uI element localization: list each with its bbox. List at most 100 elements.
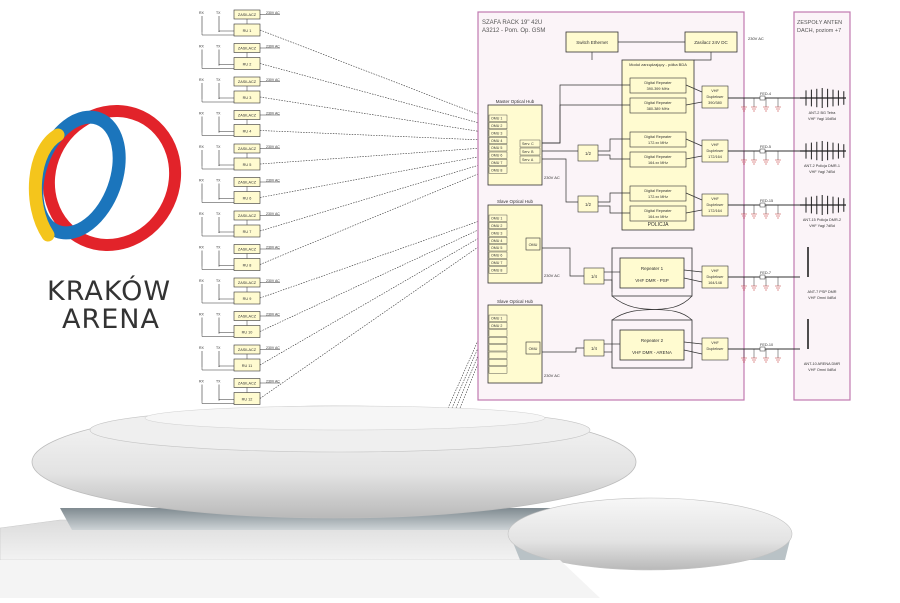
rx-feed <box>201 199 234 203</box>
remote-unit-label: RU 4 <box>243 130 252 134</box>
ground-symbol <box>763 213 769 219</box>
fibre-links <box>259 29 489 409</box>
rx-feed <box>201 65 234 69</box>
omu-port-label: OMU 3 <box>491 131 502 135</box>
serv-port <box>519 147 541 156</box>
psu-label: ZASILACZ <box>238 315 257 319</box>
omu-port <box>488 129 508 137</box>
wire <box>694 52 712 61</box>
duplexer-label-3: 390/380 <box>708 101 722 105</box>
slave-hub-1-title: Slave Optical Hub <box>497 199 534 204</box>
wire <box>598 138 630 152</box>
splitter-label: 1/4 <box>591 346 597 351</box>
digital-repeater-freq: 164.xx MHz <box>648 161 668 165</box>
slave-hub-2-omu-label: OMU <box>529 347 538 351</box>
serv-port-label: Serv. A <box>522 158 534 162</box>
psu-power-label: 230V AC <box>266 179 280 183</box>
wire <box>685 192 703 201</box>
feed-label: FED-5 <box>760 145 771 149</box>
fibre-line <box>259 29 489 119</box>
rx-label: RX <box>199 246 205 250</box>
tx-feed <box>218 64 234 66</box>
tx-label: TX <box>216 380 221 384</box>
wire <box>685 84 703 93</box>
digital-repeater-box <box>629 205 687 222</box>
omu-port <box>488 366 508 374</box>
repeater-1-title: Repeater 1 <box>641 266 664 271</box>
duplexers: VHFDuplekser390/380VHFDuplekser172/164VH… <box>701 85 729 361</box>
omu-port <box>488 236 508 244</box>
psu-label: ZASILACZ <box>238 47 257 51</box>
omu-port <box>488 214 508 222</box>
omu-port <box>488 159 508 166</box>
rx-label: RX <box>199 279 205 283</box>
fibre-line <box>259 217 489 299</box>
omu-port-label: OMU 4 <box>491 239 502 243</box>
antenna-label-1: ANT-2 BG Tetra <box>809 111 837 115</box>
omu-port <box>488 259 508 266</box>
psu-power-label: 230V AC <box>266 212 280 216</box>
psu-label: ZASILACZ <box>238 13 257 17</box>
tx-feed <box>218 332 234 334</box>
antenna-panel: ZESPOŁY ANTEN DACH, poziom +7 ANT-2 BG T… <box>793 11 851 401</box>
krakow-arena-logo <box>28 105 182 251</box>
master-hub-title: Master Optical Hub <box>496 99 535 104</box>
omu-port-label: OMU 8 <box>491 168 502 172</box>
fibre-line <box>259 239 489 399</box>
antenna-title-2: DACH, poziom +7 <box>797 28 841 34</box>
omu-port <box>488 329 508 337</box>
psu-label: Zasilacz 24V DC <box>694 40 728 45</box>
repeater-2-box <box>619 329 685 361</box>
wire <box>685 138 703 147</box>
wire <box>542 247 584 277</box>
psu-power-label: 230V AC <box>266 279 280 283</box>
omu-port <box>488 222 508 229</box>
duplexer-label-2: Duplekser <box>706 275 724 279</box>
remote-unit-label: RU 8 <box>243 264 252 268</box>
logo-line-1: KRAKÓW <box>47 276 172 307</box>
wire <box>685 209 703 214</box>
wire <box>683 349 703 355</box>
wire <box>542 347 584 353</box>
logo-ring-yellow <box>28 128 65 242</box>
digital-repeater-freq: 380-389 MHz <box>647 107 670 111</box>
rx-label: RX <box>199 212 205 216</box>
rx-label: RX <box>199 179 205 183</box>
omu-port <box>488 314 508 322</box>
repeater-2-title: Repeater 2 <box>641 338 664 343</box>
omu-port-label: OMU 5 <box>491 146 502 150</box>
antenna-title-1: ZESPOŁY ANTEN <box>797 20 842 26</box>
duplexer-label-3: 172/164 <box>708 155 722 159</box>
duplexer-label-3: 164/148 <box>708 281 722 285</box>
omu-port <box>488 351 508 359</box>
slave-hub-2-omu <box>525 341 541 355</box>
omu-port <box>488 359 508 366</box>
ground-symbol <box>741 357 747 363</box>
tx-feed <box>218 265 234 267</box>
splitter-label: 1/4 <box>591 274 597 279</box>
omu-port-label: OMU 6 <box>491 154 502 158</box>
serv-port <box>519 139 541 148</box>
repeater-2-desc: VHF DMR - ARENA <box>632 350 672 355</box>
fibre-line <box>259 162 489 232</box>
rx-feed <box>201 266 234 270</box>
ground-symbol <box>751 357 757 363</box>
bda-title: Moduł zarządzający - półka BDA <box>629 62 687 67</box>
omu-port <box>488 144 508 152</box>
rx-feed <box>201 300 234 304</box>
duplexer-box <box>701 85 729 109</box>
psu-label: ZASILACZ <box>238 248 257 252</box>
rx-label: RX <box>199 78 205 82</box>
tx-label: TX <box>216 45 221 49</box>
rx-label: RX <box>199 112 205 116</box>
duplexer-label-2: Duplekser <box>706 149 724 153</box>
rack-cabinet: SZAFA RACK 19" 42U A3212 - Pom. Op. GSM … <box>477 11 764 401</box>
fibre-line <box>259 154 489 198</box>
psu-label: ZASILACZ <box>238 147 257 151</box>
ground-symbol <box>751 285 757 291</box>
antenna-label-2: VHF Omni 0dBd <box>808 296 836 300</box>
digital-repeater-box <box>629 97 687 114</box>
psu-power-label: 230V AC <box>266 313 280 317</box>
